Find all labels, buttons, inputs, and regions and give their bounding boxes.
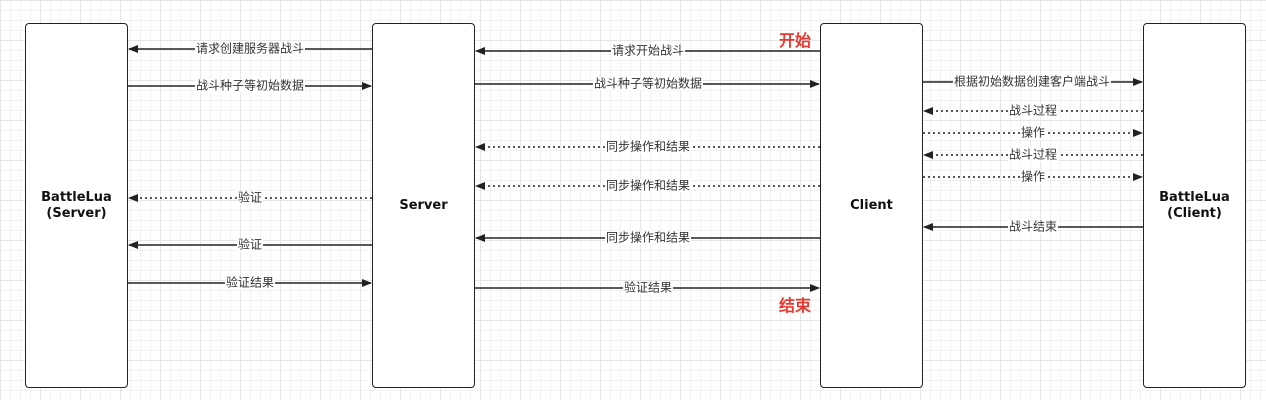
message-label: 战斗结束 — [1007, 219, 1059, 234]
message-label: 同步操作和结果 — [604, 230, 692, 245]
end-note: 结束 — [778, 296, 812, 315]
message-label: 同步操作和结果 — [604, 139, 692, 154]
start-note: 开始 — [778, 31, 812, 50]
message-label: 请求创建服务器战斗 — [194, 41, 306, 56]
message-label: 战斗种子等初始数据 — [592, 76, 704, 91]
message-label: 验证 — [236, 237, 264, 252]
message-label: 战斗种子等初始数据 — [194, 78, 306, 93]
message-label: 验证结果 — [224, 275, 276, 290]
message-label: 同步操作和结果 — [604, 178, 692, 193]
message-label: 操作 — [1019, 125, 1047, 140]
participant-server: Server — [372, 23, 475, 388]
participant-battlelua-server: BattleLua (Server) — [25, 23, 128, 388]
participant-client: Client — [820, 23, 923, 388]
message-label: 验证结果 — [622, 280, 674, 295]
message-label: 战斗过程 — [1007, 103, 1059, 118]
message-label: 验证 — [236, 190, 264, 205]
message-label: 请求开始战斗 — [610, 43, 686, 58]
participant-battlelua-client: BattleLua (Client) — [1143, 23, 1246, 388]
message-label: 根据初始数据创建客户端战斗 — [952, 74, 1112, 89]
message-label: 操作 — [1019, 169, 1047, 184]
message-label: 战斗过程 — [1007, 147, 1059, 162]
